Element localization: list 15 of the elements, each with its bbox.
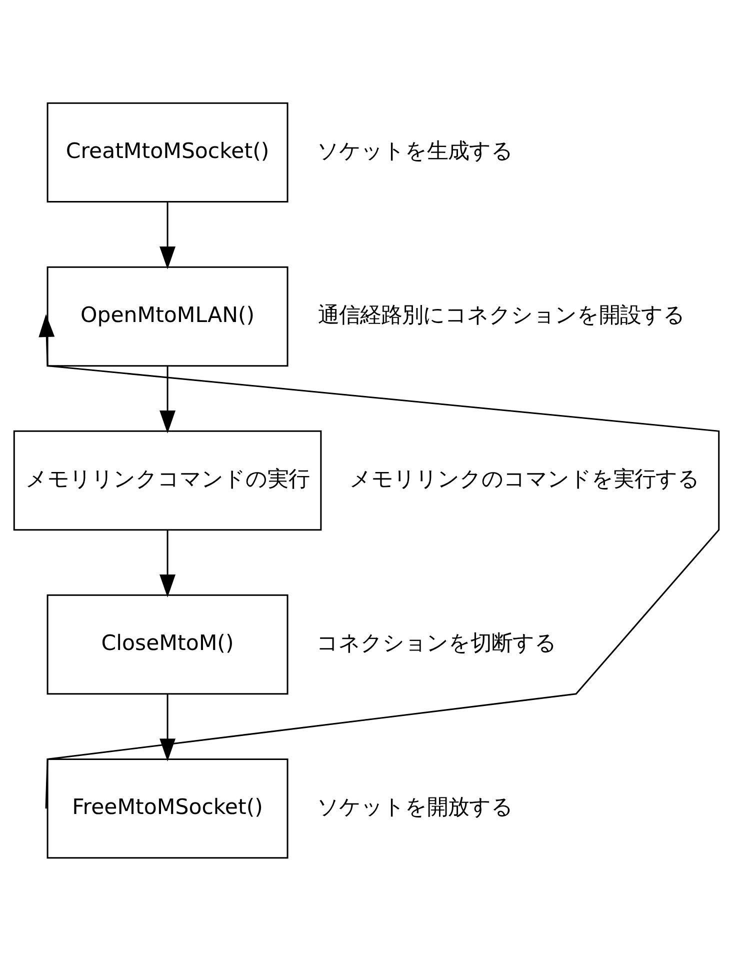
- node-box: CloseMtoM(): [46, 594, 288, 694]
- arrow: [38, 314, 720, 808]
- arrow: [160, 201, 176, 269]
- arrow: [160, 529, 176, 597]
- node-label: メモリリンクのコマンドを実行する: [349, 466, 700, 492]
- node-box: メモリリンクコマンドの実行: [13, 430, 322, 530]
- node-box: OpenMtoMLAN(): [46, 266, 288, 366]
- node-box: FreeMtoMSocket(): [46, 758, 288, 858]
- node-box: CreatMtoMSocket(): [46, 102, 288, 202]
- node-label: コネクションを切断する: [316, 630, 556, 656]
- arrow: [160, 693, 176, 761]
- node-label: ソケットを開放する: [317, 794, 514, 820]
- arrow: [160, 365, 176, 433]
- node-label: ソケットを生成する: [317, 138, 514, 164]
- node-label: 通信経路別にコネクションを開設する: [318, 302, 686, 328]
